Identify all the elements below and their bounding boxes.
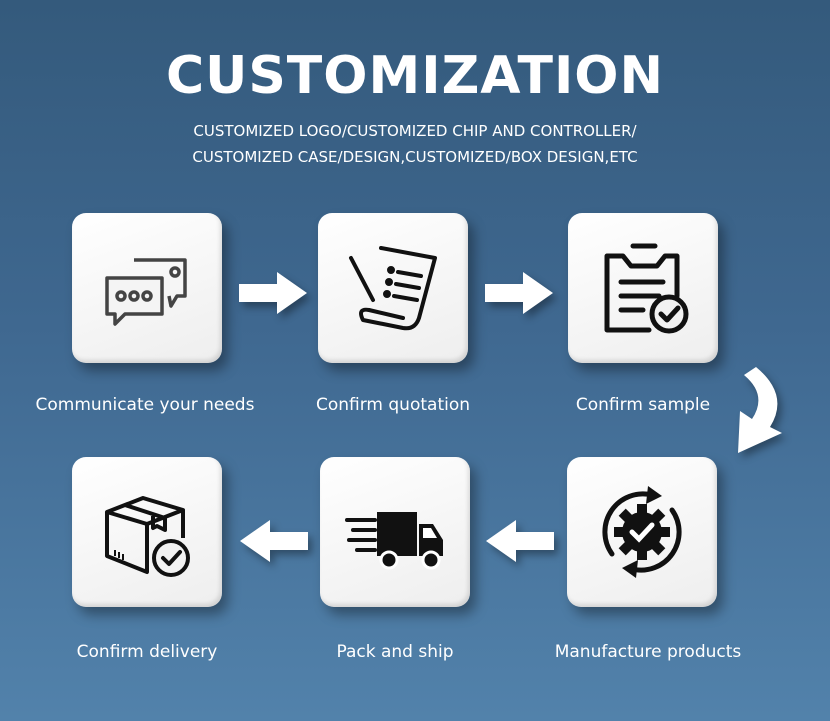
step-communicate-card (72, 213, 222, 363)
step-label: Confirm quotation (315, 395, 471, 415)
package-check-icon (105, 496, 190, 577)
gear-cycle-icon (602, 486, 682, 578)
subtitle-line-2: CUSTOMIZED CASE/DESIGN,CUSTOMIZED/BOX DE… (192, 148, 638, 166)
subtitle-line-1: CUSTOMIZED LOGO/CUSTOMIZED CHIP AND CONT… (193, 122, 637, 140)
chat-bubbles-icon (105, 258, 187, 326)
step-label: Pack and ship (336, 642, 454, 662)
arrow-left-icon (238, 518, 310, 564)
curved-arrow-down-icon (730, 365, 790, 457)
step-label: Communicate your needs (35, 395, 255, 415)
quotation-document-icon (349, 246, 437, 331)
step-quotation-card (318, 213, 468, 363)
delivery-truck-icon (345, 512, 443, 570)
page-title: CUSTOMIZATION (165, 46, 665, 106)
arrow-right-icon (237, 270, 309, 316)
arrow-right-icon (483, 270, 555, 316)
step-delivery-card (72, 457, 222, 607)
arrow-left-icon (484, 518, 556, 564)
step-label: Manufacture products (554, 642, 742, 662)
step-ship-card (320, 457, 470, 607)
step-label: Confirm delivery (76, 642, 218, 662)
step-label: Confirm sample (575, 395, 711, 415)
step-sample-card (568, 213, 718, 363)
clipboard-check-icon (604, 243, 689, 334)
step-manufacture-card (567, 457, 717, 607)
